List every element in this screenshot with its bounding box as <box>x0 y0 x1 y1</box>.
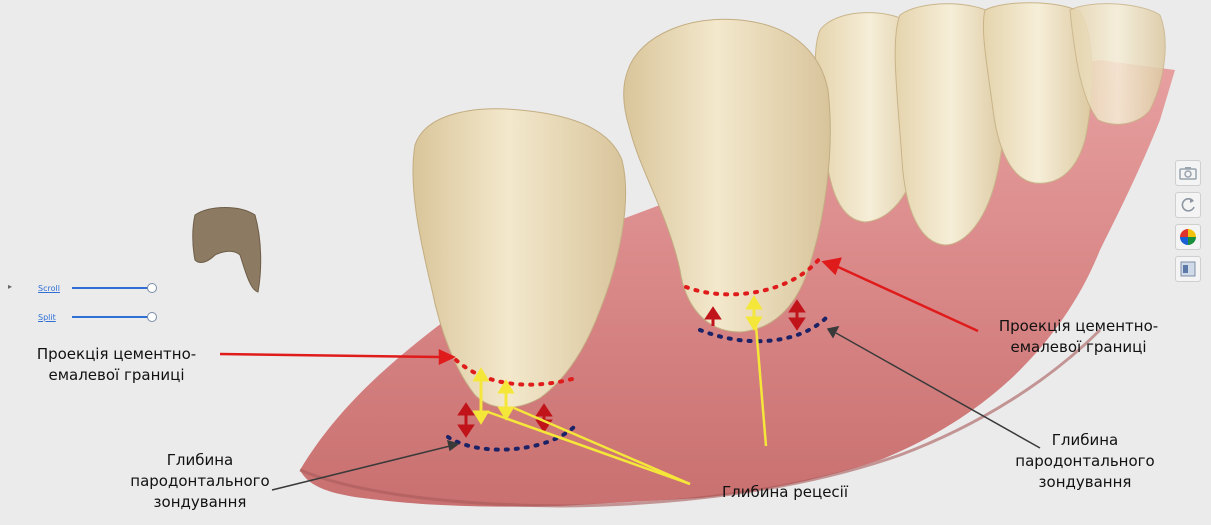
panel-button[interactable] <box>1175 256 1201 282</box>
slider-scroll-track[interactable] <box>72 287 152 289</box>
slider-split-label[interactable]: Split <box>38 313 62 322</box>
label-probing-right: Глибина пародонтального зондування <box>985 430 1185 493</box>
camera-icon <box>1179 166 1197 180</box>
slider-scroll-knob[interactable] <box>147 283 157 293</box>
camera-button[interactable] <box>1175 160 1201 186</box>
view-toolbar <box>1175 160 1201 288</box>
slider-scroll[interactable]: Scroll <box>38 281 152 295</box>
tooth-preview-thumbnail <box>193 208 261 293</box>
rotate-icon <box>1179 196 1197 214</box>
label-cej-right: Проекція цементно- емалевої границі <box>976 316 1181 358</box>
slider-split-track[interactable] <box>72 316 152 318</box>
color-wheel-icon <box>1179 228 1197 246</box>
slider-split-knob[interactable] <box>147 312 157 322</box>
label-recession: Глибина рецесії <box>700 482 870 503</box>
reset-view-button[interactable] <box>1175 192 1201 218</box>
slider-scroll-label[interactable]: Scroll <box>38 284 62 293</box>
expand-caret-icon[interactable]: ▸ <box>8 282 12 291</box>
label-cej-left: Проекція цементно- емалевої границі <box>14 344 219 386</box>
label-probing-left: Глибина пародонтального зондування <box>100 450 300 513</box>
slider-split[interactable]: Split <box>38 310 152 324</box>
color-map-button[interactable] <box>1175 224 1201 250</box>
window-icon <box>1180 261 1196 277</box>
